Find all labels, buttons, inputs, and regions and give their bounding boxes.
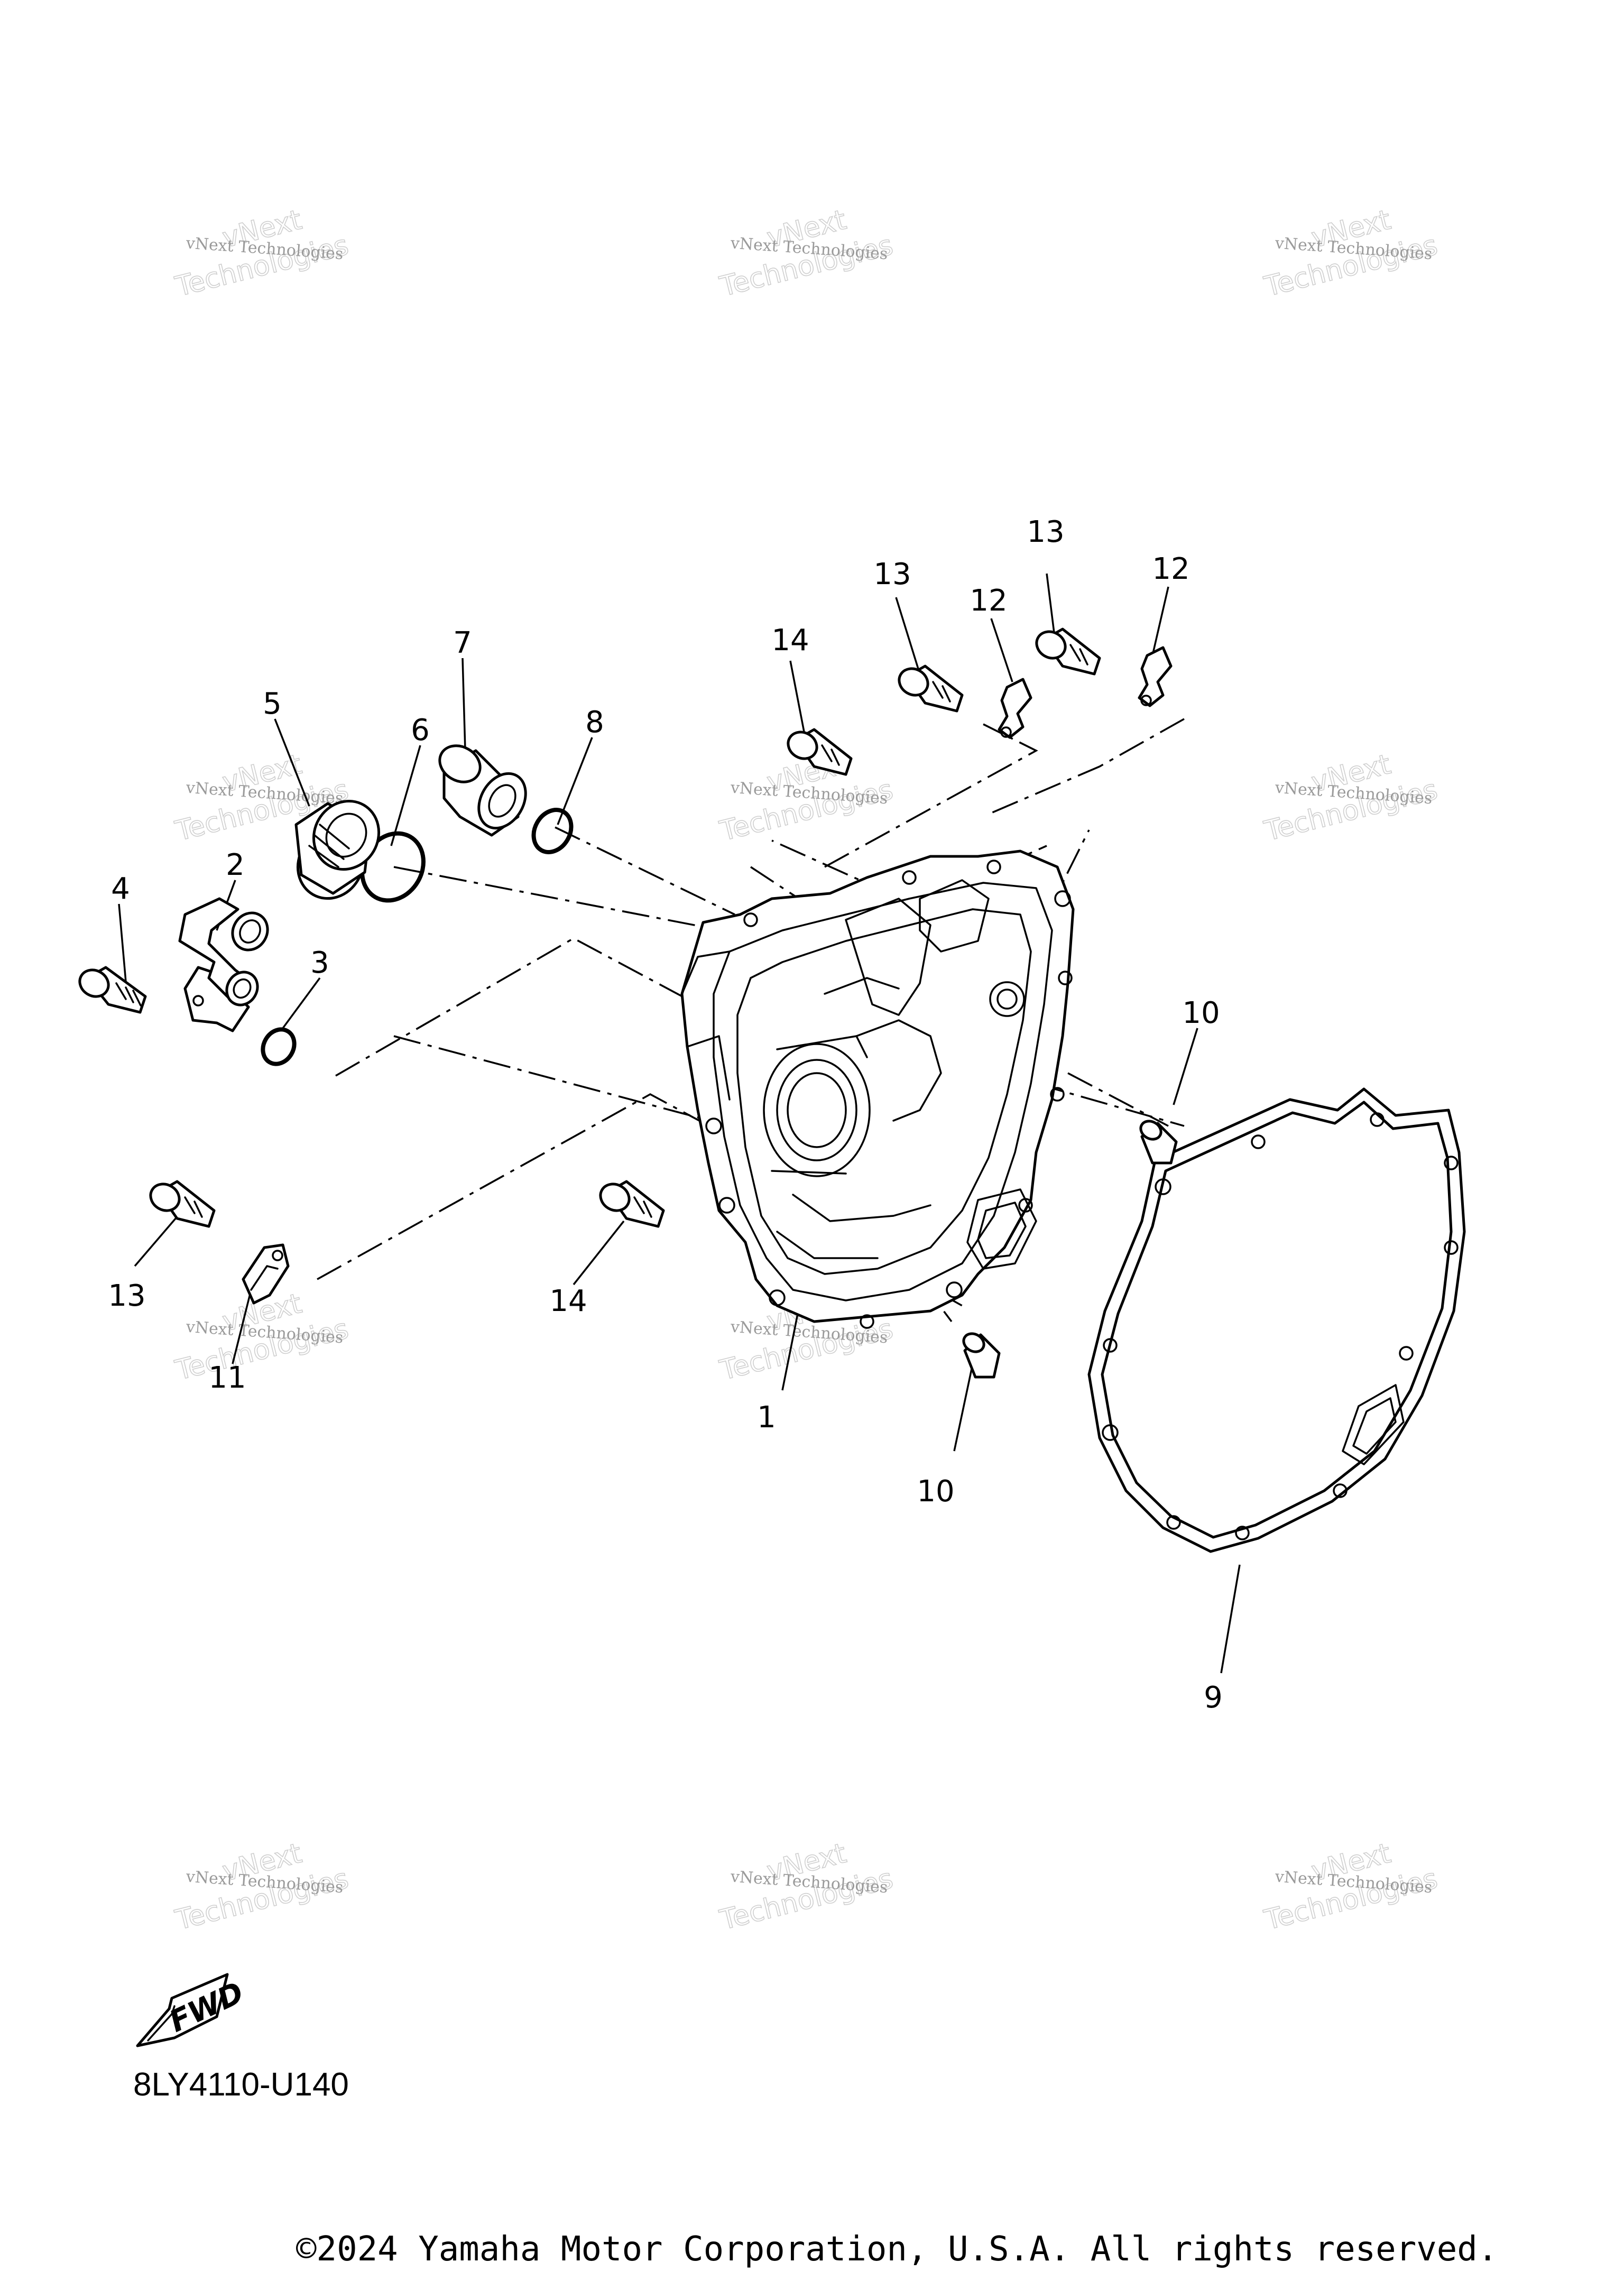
callout-12: 12 (1152, 552, 1189, 586)
callout-4: 4 (111, 872, 130, 906)
callout-11: 11 (208, 1361, 246, 1395)
o-ring-part-8 (531, 808, 574, 854)
copyright-notice: ©2024 Yamaha Motor Corporation, U.S.A. A… (296, 2230, 1498, 2269)
callout-1: 1 (757, 1400, 776, 1435)
dowel-pin-part-10-a (1139, 1120, 1178, 1165)
callout-9: 9 (1204, 1680, 1223, 1715)
bolt-part-14-a (787, 728, 853, 776)
clamp-part-12-b (1138, 646, 1173, 707)
bolt-part-14-b (599, 1180, 665, 1228)
callout-13: 13 (108, 1279, 145, 1313)
callout-8: 8 (585, 705, 604, 740)
callout-14: 14 (549, 1284, 587, 1318)
crankcase-cover-part-1 (680, 849, 1075, 1329)
leader-lines (118, 573, 1241, 1674)
fwd-arrow-icon: FWD (136, 1973, 249, 2047)
clamp-part-11 (242, 1243, 290, 1305)
oil-plug-part-5 (294, 799, 381, 900)
plug-part-7 (438, 744, 527, 837)
callout-10: 10 (1182, 996, 1220, 1030)
elbow-pipe-part-2 (178, 897, 269, 1032)
callout-7: 7 (453, 626, 472, 660)
bolt-part-13-b (898, 664, 964, 713)
callout-3: 3 (310, 946, 329, 980)
bolt-part-13-a (149, 1180, 216, 1228)
clamp-part-12-a (998, 678, 1032, 739)
bolt-part-4 (78, 966, 147, 1014)
model-code: 8LY4110-U140 (133, 2066, 349, 2103)
callout-10: 10 (917, 1474, 954, 1509)
callout-5: 5 (263, 687, 282, 721)
callout-2: 2 (226, 848, 245, 882)
callout-14: 14 (771, 623, 809, 658)
callout-13: 13 (1027, 515, 1064, 549)
gasket-part-9 (1087, 1087, 1466, 1553)
callout-6: 6 (411, 713, 430, 747)
callout-12: 12 (970, 584, 1007, 618)
bolt-part-13-c (1035, 627, 1101, 676)
dowel-pin-part-10-b (962, 1332, 1001, 1379)
o-ring-part-3 (261, 1027, 297, 1066)
callout-13: 13 (873, 557, 911, 592)
